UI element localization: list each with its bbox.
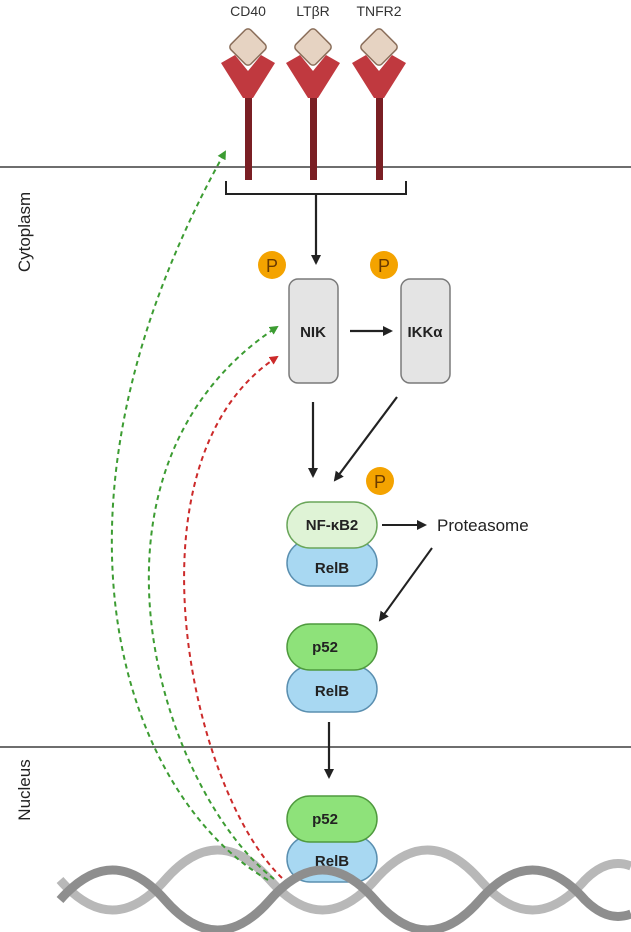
- ligand-tnfr2: [360, 28, 398, 66]
- p52-label-mature: p52: [312, 639, 338, 656]
- receptor-label-ltbr: LTβR: [296, 3, 329, 19]
- arrow-ikka-to-nfkb2: [333, 396, 398, 482]
- phospho-badge-nfkb2: P: [366, 467, 394, 495]
- ligand-ltbr: [294, 28, 332, 66]
- relb-label-precursor: RelB: [315, 560, 349, 577]
- feedback-arrow-red-to-nik: [183, 355, 283, 879]
- phospho-badge-ikka: P: [370, 251, 398, 279]
- receptor-cd40: [221, 28, 275, 180]
- receptor-ltbr: [286, 28, 340, 180]
- ikka-kinase: [400, 278, 451, 384]
- phospho-badge-nik: P: [258, 251, 286, 279]
- proteasome-label: Proteasome: [437, 516, 529, 535]
- dna-helix: [56, 845, 631, 932]
- svg-text:P: P: [378, 256, 390, 276]
- cytoplasm-label: Cytoplasm: [15, 192, 34, 272]
- nik-label: NIK: [300, 324, 326, 341]
- receptor-bracket: [225, 181, 407, 195]
- feedback-arrow-green-to-receptors: [110, 150, 269, 881]
- receptor-label-tnfr2: TNFR2: [356, 3, 401, 19]
- nucleus-label: Nucleus: [15, 759, 34, 820]
- nik-kinase: [288, 278, 339, 384]
- relb-label-mature: RelB: [315, 683, 349, 700]
- feedback-arrow-green-to-nik: [147, 325, 279, 880]
- p52-label-nuclear: p52: [312, 811, 338, 828]
- nfkb2-subunit: [286, 501, 378, 549]
- ligand-cd40: [229, 28, 267, 66]
- ikka-label: IKKα: [407, 324, 443, 341]
- arrow-proteasome-to-p52: [378, 547, 433, 622]
- p52-subunit-nuclear: [286, 795, 378, 843]
- nfkb2-label: NF-κB2: [306, 517, 359, 534]
- p52-subunit-mature: [286, 623, 378, 671]
- svg-text:P: P: [374, 472, 386, 492]
- svg-text:P: P: [266, 256, 278, 276]
- receptor-tnfr2: [352, 28, 406, 180]
- receptor-label-cd40: CD40: [230, 3, 266, 19]
